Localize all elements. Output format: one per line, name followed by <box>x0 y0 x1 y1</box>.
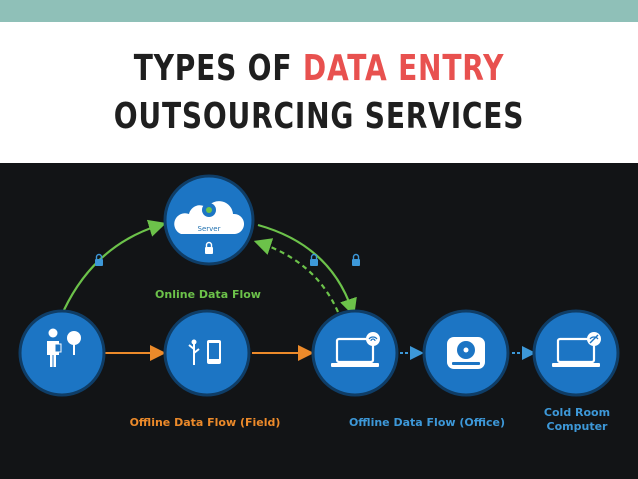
online-flow-arrow-down <box>257 223 357 317</box>
cloud-icon <box>174 201 245 234</box>
server-label: Server <box>198 225 221 233</box>
field-agent-node <box>18 309 106 397</box>
laptop-wifi-icon <box>331 332 380 367</box>
person-tree-icon <box>47 328 81 367</box>
offline-office-label: Offline Data Flow (Office) <box>349 416 505 429</box>
title-part-1: TYPES OF <box>133 48 303 89</box>
page-title-line-2: OUTSOURCING SERVICES <box>113 96 525 137</box>
lock-icon <box>95 253 103 266</box>
lock-icon <box>205 241 213 254</box>
online-flow-arrow-up <box>63 219 167 311</box>
hard-drive-icon <box>447 337 485 369</box>
top-accent-bar <box>0 0 638 22</box>
cold-room-label-line-1: Cold Room <box>544 406 610 419</box>
cold-room-label-line-2: Computer <box>547 420 609 433</box>
offline-field-label: Offline Data Flow (Field) <box>130 416 281 429</box>
laptop-nowifi-icon <box>552 332 601 367</box>
online-flow-arrow-return <box>253 238 340 313</box>
usb-phone-icon <box>188 339 221 365</box>
portable-device-node <box>163 309 251 397</box>
diagram-panel <box>0 163 638 479</box>
online-flow-label: Online Data Flow <box>155 288 261 301</box>
title-accent: DATA ENTRY <box>302 48 505 89</box>
lock-icon <box>310 253 318 266</box>
lock-icon <box>352 253 360 266</box>
office-laptop-node <box>311 309 399 397</box>
storage-node <box>422 309 510 397</box>
cold-room-node <box>532 309 620 397</box>
server-node: Server <box>163 174 255 266</box>
page-title-line-1: TYPES OF DATA ENTRY <box>70 48 568 89</box>
